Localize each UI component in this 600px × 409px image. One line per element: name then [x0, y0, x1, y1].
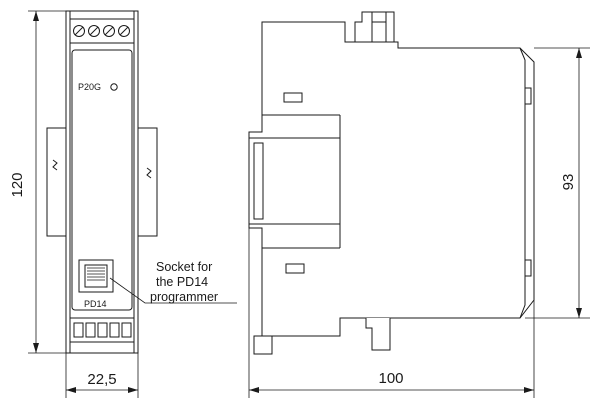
- model-label: P20G: [78, 82, 101, 92]
- arrow-icon: [249, 387, 259, 393]
- terminal-screws-top: [73, 25, 130, 37]
- terminal-openings-bottom: [73, 322, 132, 338]
- dimension-label-height-front: 120: [9, 172, 26, 197]
- arrow-icon: [524, 387, 534, 393]
- callout-leader: [109, 277, 237, 304]
- dimension-label-height-side: 93: [560, 174, 577, 191]
- callout-text: Socket for the PD14 programmer: [150, 260, 218, 304]
- port-label: PD14: [84, 299, 107, 309]
- rail-break-right: [146, 167, 152, 179]
- front-panel-notch-bottom: [524, 259, 532, 277]
- rj-socket-pins: [87, 267, 105, 281]
- side-view: [248, 11, 535, 355]
- arrow-icon: [576, 48, 582, 58]
- bottom-latch: [253, 335, 273, 355]
- top-connector: [354, 11, 395, 42]
- dimension-label-depth-side: 100: [378, 370, 403, 387]
- dimension-label-width-front: 22,5: [87, 371, 116, 388]
- side-window-bottom: [285, 263, 305, 274]
- rail-break-left: [52, 159, 58, 171]
- dimension-side-height: 93: [525, 47, 590, 319]
- arrow-icon: [66, 387, 76, 393]
- bottom-connector: [365, 318, 391, 351]
- terminal-screw-icon: [103, 25, 115, 37]
- front-panel: [71, 49, 133, 311]
- terminal-screw-icon: [118, 25, 130, 37]
- rj-socket-opening: [84, 264, 108, 288]
- callout-line-2: the PD14: [156, 275, 208, 289]
- arrow-icon: [128, 387, 138, 393]
- front-panel-notch-top: [524, 87, 532, 105]
- callout-line-1: Socket for: [156, 260, 212, 274]
- dimension-side-depth: 100: [248, 228, 535, 398]
- side-window-top: [283, 92, 303, 103]
- front-panel-edge: [519, 47, 526, 319]
- terminal-screw-icon: [73, 25, 85, 37]
- front-view: P20G PD14: [46, 10, 158, 354]
- bottom-terminal-block: [69, 317, 135, 343]
- arrow-icon: [33, 11, 39, 21]
- screw-slot-icon: [74, 26, 84, 36]
- dimension-front-height: 120: [9, 10, 66, 354]
- dimension-front-width: 22,5: [65, 353, 139, 398]
- screw-slot-icon: [89, 26, 99, 36]
- status-led-icon: [110, 83, 118, 91]
- screw-slot-icon: [119, 26, 129, 36]
- arrow-icon: [576, 308, 582, 318]
- screw-slot-icon: [104, 26, 114, 36]
- side-housing: [248, 21, 535, 337]
- callout-line-3: programmer: [150, 290, 218, 304]
- terminal-screw-icon: [88, 25, 100, 37]
- arrow-icon: [33, 343, 39, 353]
- rail-clip: [253, 142, 264, 220]
